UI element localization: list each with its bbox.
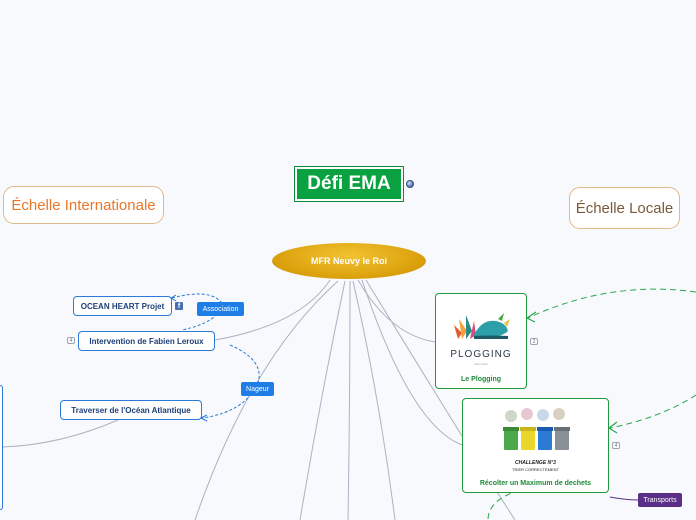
central-topic[interactable]: MFR Neuvy le Roi: [272, 243, 426, 279]
scale-local-node[interactable]: Échelle Locale: [569, 187, 680, 229]
tag-association[interactable]: Association: [197, 302, 244, 316]
branch-line-traverser: [2, 419, 119, 448]
card-plogging-label: Le Plogging: [460, 376, 502, 383]
branch-line-down: [347, 280, 351, 520]
node-intervention[interactable]: Intervention de Fabien Leroux: [78, 331, 215, 351]
relation-dechets-bottom: [487, 489, 521, 520]
plogging-logo-icon: [454, 313, 510, 339]
branch-line-left-lower: [299, 280, 346, 520]
card-plogging[interactable]: PLOGGING trash team Le Plogging: [435, 293, 527, 389]
collapse-badge[interactable]: 2: [530, 338, 538, 345]
branch-line-plogging: [357, 279, 436, 343]
branch-line-down-right: [352, 280, 396, 520]
recycling-bins-icon: [503, 408, 570, 450]
challenge-title: CHALLENGE N°3: [515, 460, 556, 466]
arrow-head-dechets: [607, 421, 618, 434]
offscreen-node-edge[interactable]: [0, 385, 3, 510]
challenge-subtitle: TRIER CORRECTEMENT: [512, 467, 559, 472]
card-dechets[interactable]: CHALLENGE N°3 TRIER CORRECTEMENT Récolte…: [462, 398, 609, 493]
relation-plogging: [527, 288, 696, 319]
collapse-badge[interactable]: 4: [612, 442, 620, 449]
node-traverser[interactable]: Traverser de l'Océan Atlantique: [60, 400, 202, 420]
arrow-head-plogging: [525, 311, 537, 323]
plogging-logo-text: PLOGGING: [450, 349, 512, 360]
relation-transports: [609, 496, 641, 501]
scale-international-node[interactable]: Échelle Internationale: [3, 186, 164, 224]
globe-icon: [406, 180, 414, 188]
collapse-badge[interactable]: 4: [67, 337, 75, 344]
tag-transports[interactable]: Transports: [638, 493, 682, 507]
branch-line-right-bottom: [365, 279, 516, 520]
node-ocean-heart[interactable]: OCEAN HEART Projet: [73, 296, 172, 316]
branch-line-intervention: [214, 279, 331, 341]
branch-line-dechets: [361, 279, 463, 446]
plogging-logo-subtext: trash team: [473, 362, 489, 366]
relation-dechets: [609, 394, 696, 429]
facebook-icon[interactable]: f: [175, 302, 183, 310]
card-dechets-label: Récolter un Maximum de dechets: [479, 480, 592, 487]
branch-line-left-bottom: [194, 280, 339, 520]
main-title[interactable]: Défi EMA: [294, 166, 404, 202]
tag-nageur[interactable]: Nageur: [241, 382, 274, 396]
